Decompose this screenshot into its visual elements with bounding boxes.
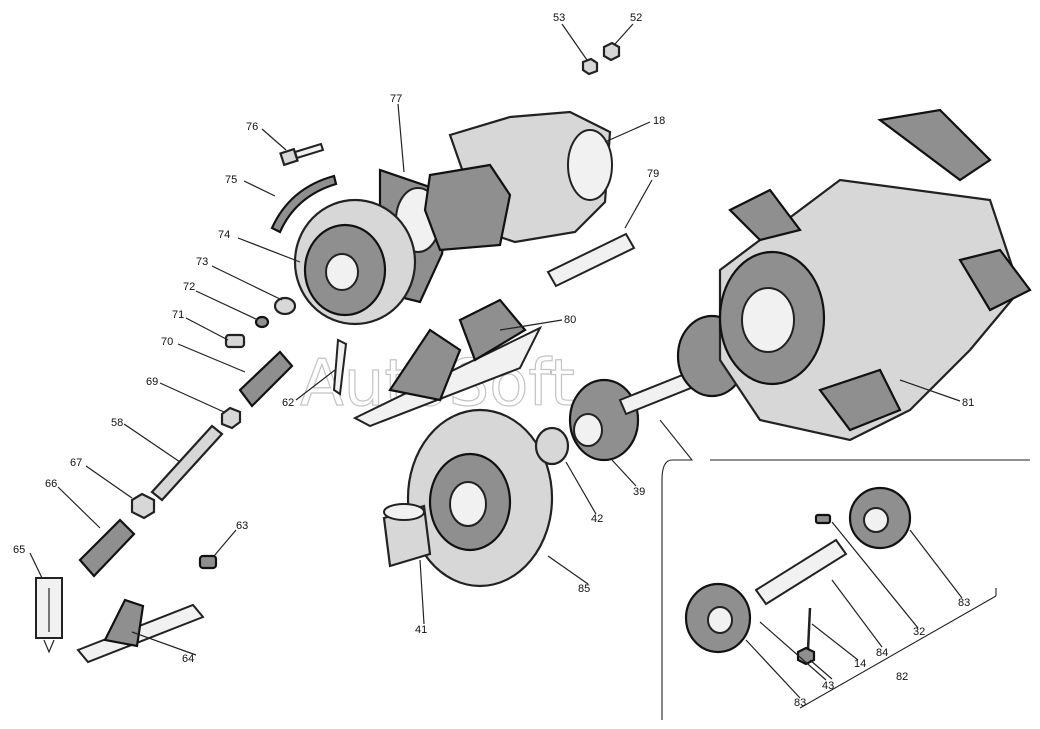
part-41-bushing <box>382 503 432 568</box>
callout-79: 79 <box>647 168 659 180</box>
part-83-coupling-left <box>684 582 752 654</box>
part-14-pin <box>806 607 812 651</box>
callout-64: 64 <box>182 653 194 665</box>
callout-80: 80 <box>564 314 576 326</box>
part-64-foot <box>76 598 205 664</box>
part-73-washer <box>273 296 297 316</box>
part-71-screw <box>224 333 246 349</box>
part-83-coupling-right <box>848 486 912 550</box>
callout-65: 65 <box>13 544 25 556</box>
part-39-coupling <box>568 378 640 462</box>
part-63-pin <box>198 554 218 570</box>
callout-72: 72 <box>183 281 195 293</box>
callout-41: 41 <box>415 624 427 636</box>
part-85-wheel <box>406 408 554 588</box>
part-67-nut <box>130 492 156 520</box>
callout-76: 76 <box>246 121 258 133</box>
part-58-threaded-rod <box>150 424 224 502</box>
callout-83-right: 83 <box>958 597 970 609</box>
part-81-main-unit <box>718 108 1032 442</box>
callout-32: 32 <box>913 626 925 638</box>
part-66-sleeve <box>78 518 136 578</box>
callout-82: 82 <box>896 671 908 683</box>
part-84-shaft <box>754 538 848 606</box>
callout-74: 74 <box>218 229 230 241</box>
callout-77: 77 <box>390 93 402 105</box>
part-42-washer <box>534 426 570 466</box>
callout-62: 62 <box>282 397 294 409</box>
leader-lines <box>29 23 963 699</box>
part-75-arc <box>270 174 338 234</box>
callout-84: 84 <box>876 647 888 659</box>
part-80-bracket <box>352 298 543 428</box>
part-18-elbow <box>423 110 613 252</box>
part-72-lock <box>254 315 270 329</box>
callout-66: 66 <box>45 478 57 490</box>
part-32-key <box>814 513 832 525</box>
part-62-cotter-pin <box>332 338 348 396</box>
callout-14: 14 <box>854 658 866 670</box>
callout-83-left: 83 <box>794 697 806 709</box>
callout-39: 39 <box>633 486 645 498</box>
callout-52: 52 <box>630 12 642 24</box>
part-52-nut <box>602 41 621 62</box>
part-53-nut <box>581 57 599 76</box>
callout-18: 18 <box>653 115 665 127</box>
callout-63: 63 <box>236 520 248 532</box>
part-70-sleeve <box>238 350 294 408</box>
part-74-pulley <box>293 198 417 326</box>
callout-69: 69 <box>146 376 158 388</box>
part-79-pin <box>546 232 636 288</box>
callout-73: 73 <box>196 256 208 268</box>
callout-42: 42 <box>591 513 603 525</box>
part-76-bolt <box>279 142 325 167</box>
bracket-82 <box>799 588 997 709</box>
callout-85: 85 <box>578 583 590 595</box>
callout-67: 67 <box>70 457 82 469</box>
detail-frame <box>659 419 1030 720</box>
callout-81: 81 <box>962 397 974 409</box>
callout-labels: 53 52 77 76 18 79 75 74 73 72 80 71 70 6… <box>13 12 974 709</box>
callout-53: 53 <box>553 12 565 24</box>
callout-70: 70 <box>161 336 173 348</box>
callout-43: 43 <box>822 680 834 692</box>
part-65-pin <box>35 577 63 654</box>
callout-71: 71 <box>172 309 184 321</box>
part-69-nut <box>220 406 242 430</box>
callout-75: 75 <box>225 174 237 186</box>
callout-58: 58 <box>111 417 123 429</box>
